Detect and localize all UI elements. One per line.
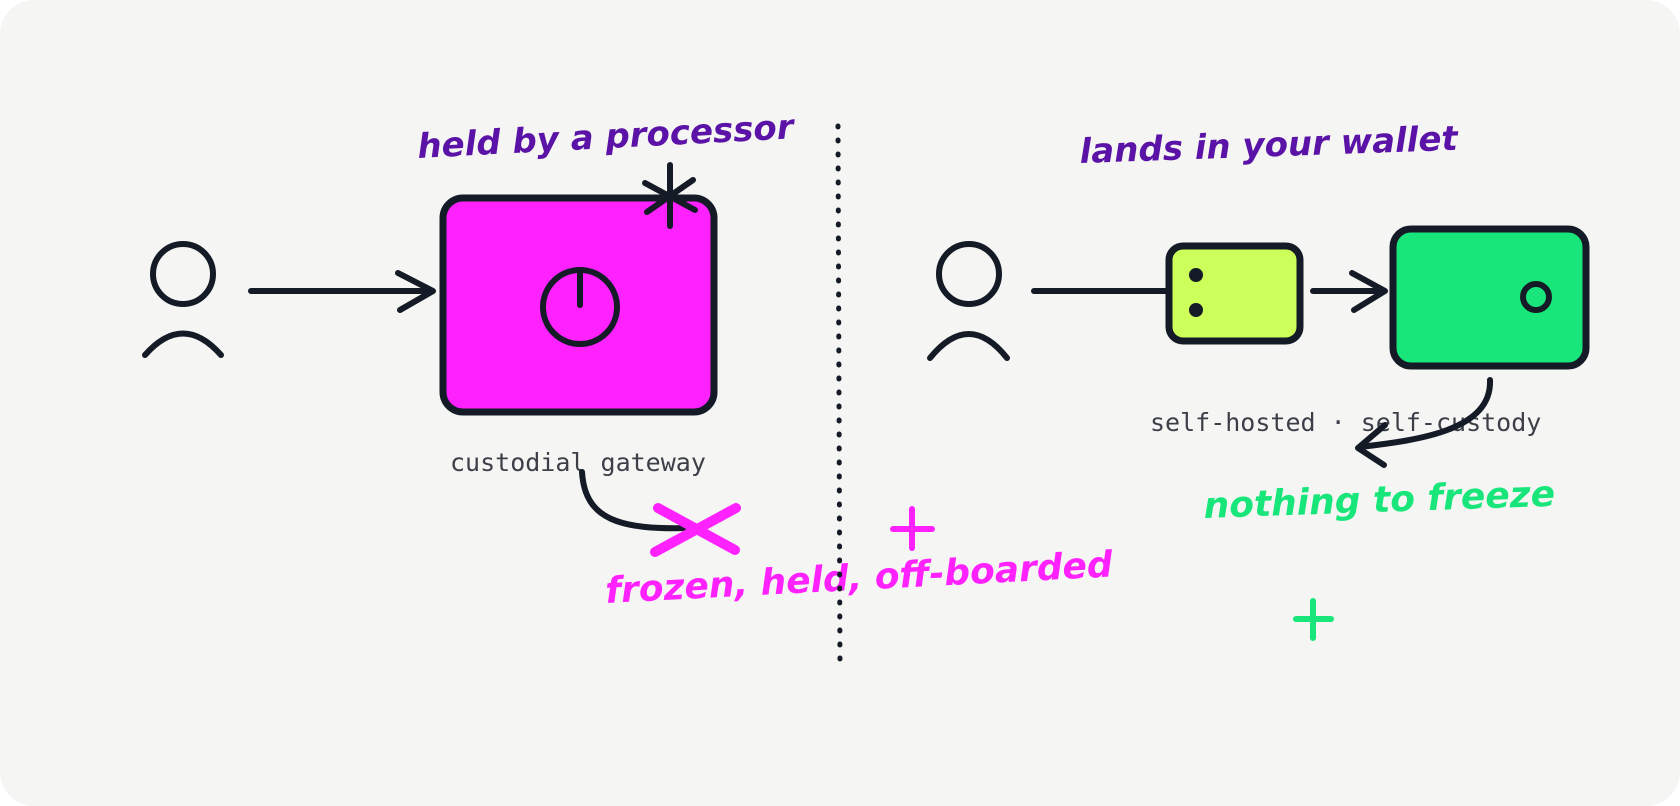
asterisk-icon [642, 162, 698, 229]
curved-arrow-icon [1355, 377, 1494, 468]
receiver-person-icon [927, 241, 1010, 361]
self-custody-label: self-hosted · self-custody [1150, 408, 1541, 437]
plus-icon [1293, 598, 1334, 641]
plus-icon [890, 506, 935, 551]
right-outcome-text: nothing to freeze [1203, 474, 1556, 527]
left-panel: held by a processor custodial gateway [142, 107, 1115, 612]
left-heading: held by a processor [416, 107, 796, 167]
lime-block-dot [1189, 303, 1203, 317]
cross-icon [650, 503, 741, 557]
right-heading: lands in your wallet [1079, 119, 1460, 172]
left-outcome-text: frozen, held, off-boarded [604, 544, 1115, 612]
custodial-gateway-label: custodial gateway [450, 448, 706, 477]
lime-block-dot [1189, 268, 1203, 282]
wallet-clasp [1520, 281, 1552, 313]
arrow-right-icon [248, 270, 436, 313]
right-panel: lands in your wallet self-hosted · self-… [927, 119, 1590, 641]
dotted-divider [835, 123, 843, 673]
power-icon [540, 267, 620, 347]
connector-curve [579, 469, 693, 532]
lime-block [1165, 242, 1304, 345]
wallet-icon [1389, 225, 1590, 370]
arrow-right-icon [1310, 270, 1388, 313]
sender-person-icon [142, 241, 224, 358]
